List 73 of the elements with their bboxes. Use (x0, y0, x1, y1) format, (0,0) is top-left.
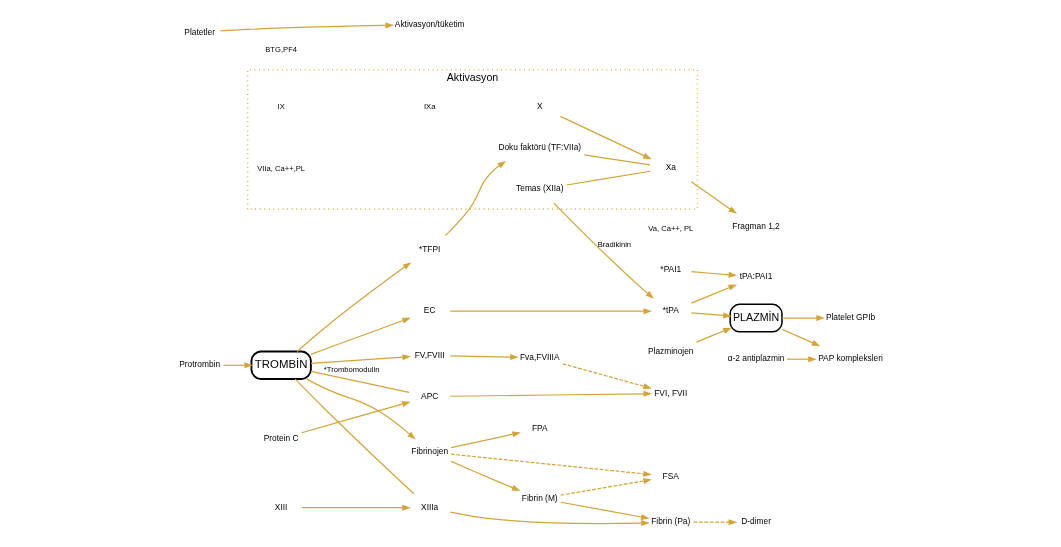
node-text: *tPA (662, 305, 679, 316)
node-text: Plazminojen (647, 346, 694, 357)
node-text: X (536, 101, 543, 112)
arrow (780, 315, 825, 322)
node-text: FVI, FVII (653, 387, 687, 398)
arrow (690, 271, 737, 278)
arrow (561, 363, 652, 390)
node-text: EC (423, 305, 436, 316)
arrow (450, 431, 521, 449)
arrow (559, 478, 652, 496)
arrow (690, 284, 737, 304)
arrow (559, 501, 650, 520)
arrow (552, 202, 654, 299)
node-text: Platetler (183, 26, 215, 37)
node-text: Fva,FVIIIA (519, 351, 559, 362)
node-text: FPA (531, 422, 548, 433)
label: Va, Ca++, PL (647, 223, 693, 233)
node-text: tPA:PAI1 (739, 271, 772, 282)
arrow (695, 327, 732, 343)
node-text: Xa (665, 162, 676, 173)
arrow (690, 181, 737, 214)
node-text: Platelet GPIb (825, 312, 875, 323)
node-text: APC (420, 390, 438, 401)
arrow (780, 328, 820, 347)
label: VIIa, Ca++,PL (256, 163, 305, 173)
arrow (300, 504, 411, 511)
node-text: Fibrinojen (410, 446, 448, 457)
node-text: Temas (XIIa) (515, 183, 563, 194)
label: IX (277, 101, 285, 111)
label: BTG,PF4 (264, 44, 297, 54)
arrow (222, 362, 253, 369)
connector (565, 170, 651, 186)
arrow (449, 453, 652, 477)
label: IXa (423, 101, 435, 111)
node-text: Aktivasyon/tüketim (394, 18, 465, 29)
node-box: TROMBİN (250, 350, 312, 380)
node-text: D-dimer (740, 516, 771, 527)
node-box: PLAZMİN (728, 303, 783, 333)
arrow (449, 308, 652, 315)
arrow (305, 378, 416, 440)
arrow (300, 401, 411, 434)
arrow (450, 460, 520, 491)
node-text: α-2 antiplazmin (727, 353, 785, 364)
arrow (309, 317, 411, 355)
arrow (309, 354, 411, 364)
node-text: *TFPI (418, 243, 440, 254)
arrow (449, 511, 650, 527)
node-text: FV,FVIII (414, 349, 445, 360)
node-text: Fragman 1,2 (731, 220, 780, 231)
connector (583, 154, 651, 166)
node-text: FSA (662, 470, 679, 481)
arrow (559, 115, 652, 160)
arrow (690, 312, 732, 319)
arrow (692, 519, 737, 526)
arrow (219, 22, 394, 32)
arrow (449, 354, 519, 361)
node-text: XIII (274, 501, 287, 512)
connector (294, 378, 415, 495)
connector (309, 370, 410, 393)
node-text: XIIIa (420, 501, 438, 512)
arrow (295, 262, 411, 353)
edge-label: *Trombomodulin (323, 365, 379, 375)
arrow (785, 356, 817, 363)
arrow (444, 161, 506, 237)
node-text: Protrombin (178, 359, 220, 370)
node-text: Fibrin (M) (521, 492, 558, 503)
node-text: Protein C (263, 432, 299, 443)
node-text: PAP kompleksleri (817, 353, 883, 364)
arrow (449, 390, 652, 397)
node-text: *PAI1 (659, 264, 681, 275)
node-text: Doku faktörü (TF:VIIa) (497, 142, 581, 153)
node-text: Fibrin (Pa) (650, 516, 690, 527)
edge-label: Bradikinin (597, 240, 631, 250)
